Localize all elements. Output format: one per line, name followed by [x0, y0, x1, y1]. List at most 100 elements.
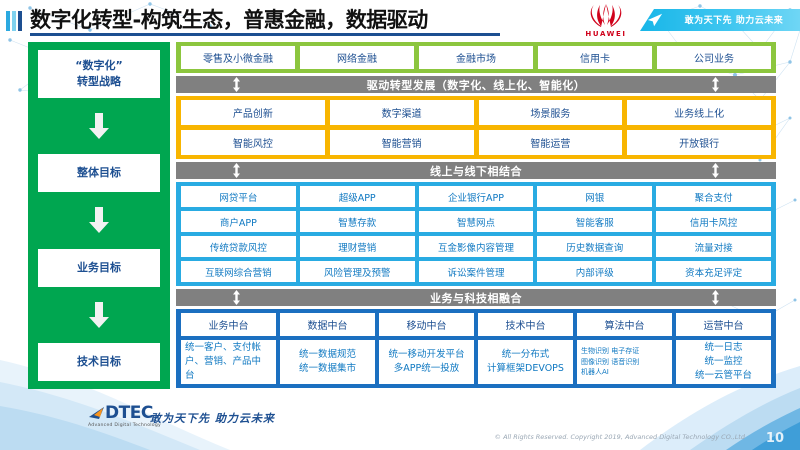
header-accent-bars-icon	[6, 11, 26, 31]
oo-item-11[interactable]: 理财营销	[299, 236, 415, 257]
oo-item-4[interactable]: 聚合支付	[656, 186, 771, 207]
platform-body-2-line1: 统一移动开发平台	[388, 348, 465, 360]
drive-item-0[interactable]: 产品创新	[181, 100, 325, 125]
up-down-arrow-icon	[712, 290, 719, 305]
strategy-step-1[interactable]: 整体目标	[38, 154, 160, 193]
oo-item-15[interactable]: 互联网综合营销	[181, 261, 296, 282]
platform-body-5-line1: 统一日志	[704, 341, 743, 353]
header-ribbon	[640, 9, 800, 31]
oo-item-13[interactable]: 历史数据查询	[537, 236, 653, 257]
platform-body-1-line1: 统一数据规范	[298, 348, 356, 360]
oo-item-0[interactable]: 网贷平台	[181, 186, 296, 207]
oo-item-8[interactable]: 智能客服	[537, 211, 653, 232]
strategy-step-0-line2: 转型战略	[77, 75, 121, 88]
drive-item-7[interactable]: 开放银行	[627, 130, 771, 155]
drive-item-2[interactable]: 场景服务	[478, 100, 623, 125]
footer-tagline: 敢为天下先 助力云未来	[150, 412, 275, 425]
drive-row-2: 智能风控 智能营销 智能运营 开放银行	[181, 130, 771, 155]
header-ribbon-slogan: 敢为天下先 助力云未来	[684, 16, 784, 26]
strategy-step-3[interactable]: 技术目标	[38, 342, 160, 381]
online-offline-band: 网贷平台 超级APP 企业银行APP 网银 聚合支付 商户APP 智慧存款 智慧…	[176, 182, 776, 286]
oo-item-6[interactable]: 智慧存款	[299, 211, 415, 232]
title-underline	[30, 33, 500, 36]
drive-item-5[interactable]: 智能营销	[329, 130, 474, 155]
platform-body-1[interactable]: 统一数据规范 统一数据集市	[280, 340, 375, 384]
platform-body-3-line2: 计算框架DEVOPS	[487, 363, 564, 374]
platform-body-4-line2: 图像识别 语音识别	[581, 357, 640, 366]
business-line-4[interactable]: 公司业务	[657, 46, 771, 69]
divider-bar-online-offline: 线上与线下相结合	[176, 162, 776, 179]
strategy-step-2[interactable]: 业务目标	[38, 248, 160, 287]
platform-body-2-line2: 多APP统一投放	[393, 363, 460, 374]
online-offline-row-4: 互联网综合营销 风险管理及预警 诉讼案件管理 内部评级 资本充足评定	[181, 261, 771, 282]
oo-item-9[interactable]: 信用卡风控	[656, 211, 771, 232]
platform-header-1[interactable]: 数据中台	[280, 313, 375, 336]
platform-body-0-line1: 统一客户、支付帐	[185, 342, 262, 354]
platform-band: 业务中台 数据中台 移动中台 技术中台 算法中台 运营中台 统一客户、支付帐 户…	[176, 309, 776, 388]
oo-item-2[interactable]: 企业银行APP	[418, 186, 534, 207]
slide-header: 数字化转型-构筑生态，普惠金融，数据驱动 HUAWEI 敢为天下先 助力云未来	[0, 0, 800, 40]
copyright-text: © All Rights Reserved. Copyright 2019, A…	[494, 433, 745, 441]
business-line-1[interactable]: 网络金融	[300, 46, 414, 69]
oo-item-12[interactable]: 互金影像内容管理	[418, 236, 534, 257]
divider-bar-drive-label: 驱动转型发展（数字化、线上化、智能化）	[366, 78, 586, 92]
strategy-flow-column: “数字化” 转型战略 整体目标 业务目标 技术目标	[28, 42, 170, 389]
drive-item-3[interactable]: 业务线上化	[627, 100, 771, 125]
platform-header-3[interactable]: 技术中台	[478, 313, 573, 336]
up-down-arrow-icon	[233, 77, 240, 92]
oo-item-17[interactable]: 诉讼案件管理	[418, 261, 534, 282]
platform-header-0[interactable]: 业务中台	[181, 313, 276, 336]
platform-body-row: 统一客户、支付帐 户、营销、产品中 台 统一数据规范 统一数据集市 统一移动开发…	[181, 340, 771, 384]
platform-body-4[interactable]: 生物识别 电子存证 图像识别 语音识别 机器人AI	[577, 340, 672, 384]
up-down-arrow-icon	[712, 163, 719, 178]
oo-item-10[interactable]: 传统贷款风控	[181, 236, 296, 257]
business-line-3[interactable]: 信用卡	[538, 46, 652, 69]
platform-body-3[interactable]: 统一分布式 计算框架DEVOPS	[478, 340, 573, 384]
platform-header-4[interactable]: 算法中台	[577, 313, 672, 336]
oo-item-14[interactable]: 流量对接	[656, 236, 771, 257]
huawei-logo: HUAWEI	[578, 2, 634, 38]
divider-bar-platforms-label: 业务与科技相融合	[430, 291, 522, 305]
oo-item-18[interactable]: 内部评级	[537, 261, 653, 282]
platform-body-4-line1: 生物识别 电子存证	[581, 346, 640, 355]
oo-item-5[interactable]: 商户APP	[181, 211, 296, 232]
drive-row-1: 产品创新 数字渠道 场景服务 业务线上化	[181, 100, 771, 125]
drive-item-1[interactable]: 数字渠道	[329, 100, 474, 125]
platform-body-5[interactable]: 统一日志 统一监控 统一云管平台	[676, 340, 771, 384]
business-line-0[interactable]: 零售及小微金融	[181, 46, 295, 69]
content-column: 零售及小微金融 网络金融 金融市场 信用卡 公司业务 驱动转型发展（数字化、线上…	[176, 42, 776, 388]
dtec-logo: DTEC Advanced Digital Technology	[88, 405, 161, 429]
oo-item-3[interactable]: 网银	[537, 186, 653, 207]
platform-body-2[interactable]: 统一移动开发平台 多APP统一投放	[379, 340, 474, 384]
oo-item-7[interactable]: 智慧网点	[418, 211, 534, 232]
oo-item-19[interactable]: 资本充足评定	[656, 261, 771, 282]
platform-body-1-line2: 统一数据集市	[298, 363, 356, 374]
divider-bar-drive: 驱动转型发展（数字化、线上化、智能化）	[176, 76, 776, 93]
platform-header-row: 业务中台 数据中台 移动中台 技术中台 算法中台 运营中台	[181, 313, 771, 336]
drive-item-6[interactable]: 智能运营	[478, 130, 623, 155]
drive-capability-band: 产品创新 数字渠道 场景服务 业务线上化 智能风控 智能营销 智能运营 开放银行	[176, 96, 776, 159]
divider-bar-platforms: 业务与科技相融合	[176, 289, 776, 306]
online-offline-row-1: 网贷平台 超级APP 企业银行APP 网银 聚合支付	[181, 186, 771, 207]
business-line-2[interactable]: 金融市场	[419, 46, 533, 69]
dtec-subtitle: Advanced Digital Technology	[88, 423, 161, 428]
dtec-mark-icon	[89, 407, 104, 419]
business-lines-band: 零售及小微金融 网络金融 金融市场 信用卡 公司业务	[176, 42, 776, 73]
slide-footer: DTEC Advanced Digital Technology 敢为天下先 助…	[0, 390, 800, 450]
flow-arrow-2-icon	[88, 287, 110, 343]
oo-item-1[interactable]: 超级APP	[299, 186, 415, 207]
platform-body-0[interactable]: 统一客户、支付帐 户、营销、产品中 台	[181, 340, 276, 384]
divider-bar-online-offline-label: 线上与线下相结合	[430, 164, 522, 178]
platform-body-0-line2: 户、营销、产品中	[185, 356, 262, 368]
page-title: 数字化转型-构筑生态，普惠金融，数据驱动	[30, 8, 428, 32]
online-offline-row-3: 传统贷款风控 理财营销 互金影像内容管理 历史数据查询 流量对接	[181, 236, 771, 257]
oo-item-16[interactable]: 风险管理及预警	[299, 261, 415, 282]
up-down-arrow-icon	[712, 77, 719, 92]
flow-arrow-0-icon	[88, 98, 110, 154]
drive-item-4[interactable]: 智能风控	[181, 130, 325, 155]
platform-header-5[interactable]: 运营中台	[676, 313, 771, 336]
strategy-step-0[interactable]: “数字化” 转型战略	[38, 50, 160, 98]
huawei-wordmark: HUAWEI	[585, 30, 627, 38]
platform-header-2[interactable]: 移动中台	[379, 313, 474, 336]
flow-arrow-1-icon	[88, 192, 110, 248]
